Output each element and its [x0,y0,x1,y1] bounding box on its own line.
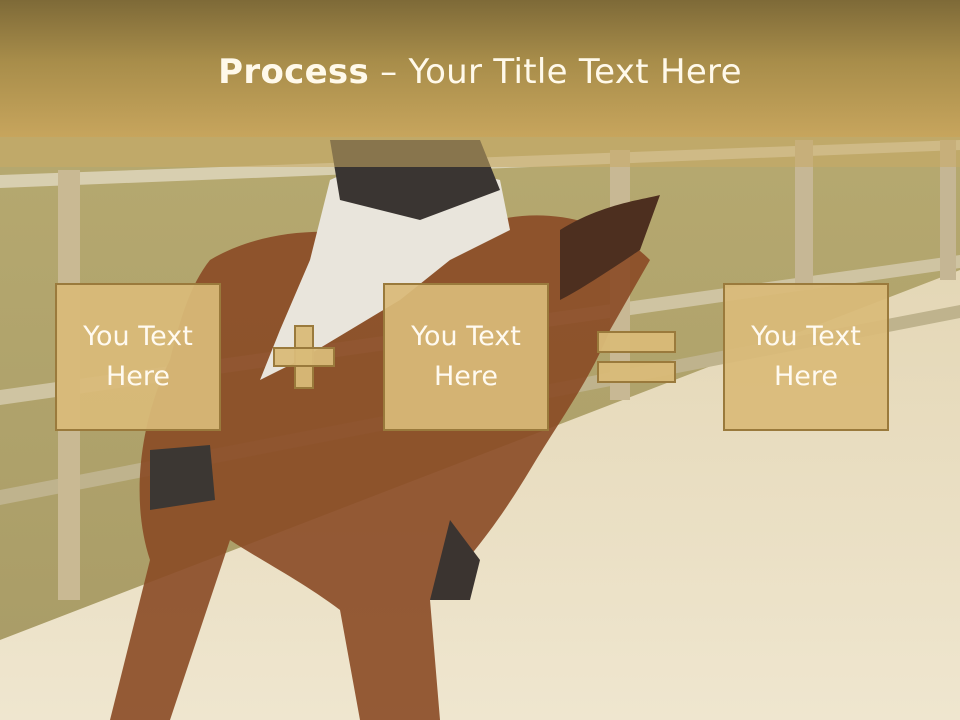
process-box-3[interactable]: You Text Here [723,283,889,431]
title-rest-text: – Your Title Text Here [369,52,742,92]
header-fade-band [0,137,960,167]
process-box-1[interactable]: You Text Here [55,283,221,431]
process-box-3-text: You Text Here [751,321,861,392]
title-bold-text: Process [218,52,370,92]
process-box-1-text: You Text Here [83,321,193,392]
equals-icon [597,331,676,383]
process-box-2[interactable]: You Text Here [383,283,549,431]
plus-icon [273,325,335,389]
slide-title[interactable]: Process – Your Title Text Here [0,52,960,92]
process-box-2-text: You Text Here [411,321,521,392]
title-header-bar [0,0,960,137]
